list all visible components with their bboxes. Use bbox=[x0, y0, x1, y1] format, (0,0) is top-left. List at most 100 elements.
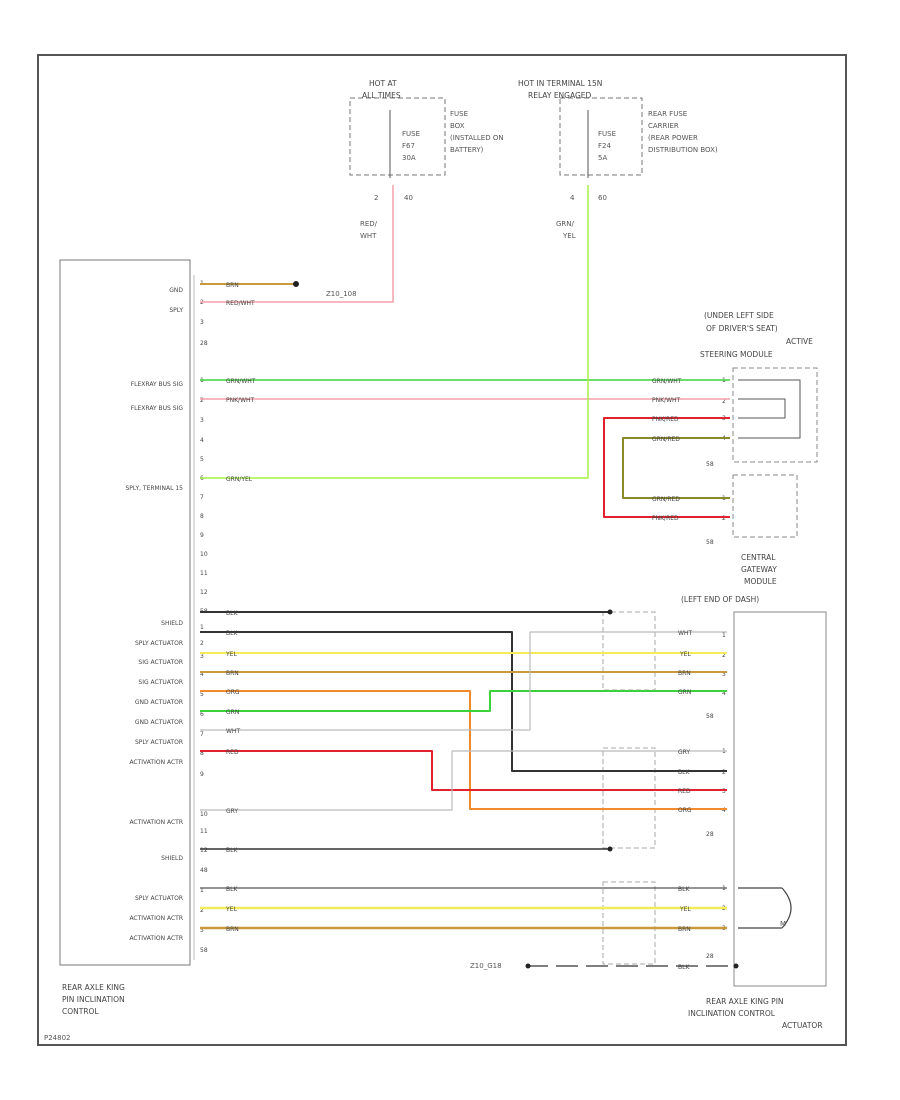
left-fuse-note-line3: (INSTALLED ON bbox=[450, 134, 504, 142]
pin-label: GND ACTUATOR bbox=[135, 719, 183, 726]
left-module-name-line1: REAR AXLE KING bbox=[62, 983, 125, 992]
right-fuse-pin-b: 60 bbox=[598, 194, 607, 202]
pin-label: SPLY, TERMINAL 15 bbox=[125, 485, 183, 492]
wire-tag: PNK/RED bbox=[652, 515, 679, 522]
right-fuse-note-line1: REAR FUSE bbox=[648, 110, 687, 118]
gateway-pin: 2 bbox=[722, 652, 726, 659]
steering-pin: 2 bbox=[722, 515, 726, 522]
wire-blk-sply bbox=[200, 631, 727, 772]
wire-tag: YEL bbox=[225, 906, 237, 913]
pin-number: 2 bbox=[200, 397, 204, 404]
wire-steering-bus-link-a bbox=[738, 379, 801, 439]
gateway-pin: 28 bbox=[706, 831, 714, 838]
wire-pnk-red-loop bbox=[603, 417, 730, 518]
wire-tag: RED bbox=[678, 788, 691, 795]
pin-label: ACTIVATION ACTR bbox=[129, 759, 183, 766]
pin-number: 12 bbox=[200, 589, 208, 596]
steering-pin: 58 bbox=[706, 539, 714, 546]
wire-tag: PNK/WHT bbox=[226, 397, 255, 404]
wire-tag: RED bbox=[226, 749, 239, 756]
pin-number: 1 bbox=[200, 887, 204, 894]
splice-box-middle bbox=[602, 747, 656, 849]
left-module-pin-numbers: 1 2 3 28 1 2 3 4 5 6 7 8 9 10 11 12 58 1… bbox=[200, 280, 208, 954]
steering-connector-a bbox=[732, 367, 818, 463]
right-fuse-note-line3: (REAR POWER bbox=[648, 134, 698, 142]
left-fuse-note-line2: BOX bbox=[450, 122, 465, 130]
gateway-caption-line4: (LEFT END OF DASH) bbox=[681, 595, 759, 604]
steering-caption-line2: OF DRIVER'S SEAT) bbox=[706, 324, 778, 333]
ground-point-lower-right bbox=[733, 963, 739, 969]
pin-number: 3 bbox=[200, 319, 204, 326]
gateway-pin: 58 bbox=[706, 713, 714, 720]
left-fuse-box: HOT AT ALL TIMES FUSE F67 30A FUSE BOX (… bbox=[349, 79, 504, 240]
wire-red-wht-supply bbox=[200, 185, 394, 303]
left-fuse-number: F67 bbox=[402, 142, 415, 150]
pin-number: 9 bbox=[200, 532, 204, 539]
right-fuse-number: F24 bbox=[598, 142, 611, 150]
right-fuse-pin-a: 4 bbox=[570, 194, 575, 202]
wire-tag: BLK bbox=[678, 769, 690, 776]
ground-ref-lower: Z10_G18 bbox=[470, 962, 502, 970]
wire-tag: WHT bbox=[678, 630, 692, 637]
gateway-caption-line2: GATEWAY bbox=[741, 565, 777, 574]
wire-tag: BRN bbox=[226, 926, 239, 933]
right-fuse-box-outline bbox=[559, 97, 643, 176]
pin-label: ACTIVATION ACTR bbox=[129, 819, 183, 826]
right-fuse-box: HOT IN TERMINAL 15N RELAY ENGAGED FUSE F… bbox=[518, 79, 718, 240]
left-fuse-box-outline bbox=[349, 97, 446, 176]
wire-tag: ORG bbox=[678, 807, 692, 814]
pin-number: 5 bbox=[200, 691, 204, 698]
left-control-module bbox=[59, 259, 191, 966]
actuator-name-line2: INCLINATION CONTROL bbox=[688, 1009, 776, 1018]
wire-tag: BLK bbox=[226, 847, 238, 854]
left-fuse-wire-color-line1: RED/ bbox=[360, 220, 378, 228]
pin-number: 58 bbox=[200, 947, 208, 954]
pin-label: FLEXRAY BUS SIG bbox=[131, 381, 184, 388]
wire-tag: BLK bbox=[226, 610, 238, 617]
ground-point-lower-left bbox=[525, 963, 531, 969]
ground-ref-upper: Z10_108 bbox=[326, 290, 357, 298]
wire-tag: BRN bbox=[226, 670, 239, 677]
right-fuse-note-line4: DISTRIBUTION BOX) bbox=[648, 146, 718, 154]
wire-tag: BRN bbox=[226, 282, 239, 289]
wire-tag: GRN bbox=[678, 689, 691, 696]
pin-number: 10 bbox=[200, 551, 208, 558]
left-module-pin-labels: GND SPLY FLEXRAY BUS SIG FLEXRAY BUS SIG… bbox=[125, 287, 183, 942]
active-steering-module: (UNDER LEFT SIDE OF DRIVER'S SEAT) ACTIV… bbox=[700, 311, 818, 546]
gateway-pin: 3 bbox=[722, 671, 726, 678]
wire-tag: GRY bbox=[678, 749, 690, 756]
gateway-pin: 2 bbox=[722, 769, 726, 776]
left-fuse-caption-line2: ALL TIMES bbox=[362, 91, 401, 100]
pin-number: 28 bbox=[200, 340, 208, 347]
actuator-motor: M bbox=[738, 887, 792, 929]
wire-tag: GRN/RED bbox=[652, 436, 680, 443]
wiring bbox=[200, 185, 801, 967]
steering-connector-b bbox=[732, 474, 798, 538]
wire-org-gnd bbox=[200, 690, 727, 810]
pin-label: SIG ACTUATOR bbox=[138, 679, 183, 686]
left-fuse-name: FUSE bbox=[402, 130, 420, 138]
right-fuse-caption-line2: RELAY ENGAGED bbox=[528, 91, 592, 100]
pin-label: FLEXRAY BUS SIG bbox=[131, 405, 184, 412]
wire-steering-bus-link-b bbox=[738, 398, 786, 419]
pin-label: SIG ACTUATOR bbox=[138, 659, 183, 666]
ground-point-gnd bbox=[293, 281, 299, 287]
pin-number: 6 bbox=[200, 711, 204, 718]
gateway-caption-line1: CENTRAL bbox=[741, 553, 776, 562]
gateway-pin: 1 bbox=[722, 632, 726, 639]
pin-label: ACTIVATION ACTR bbox=[129, 935, 183, 942]
pin-number: 3 bbox=[200, 927, 204, 934]
motor-label: M bbox=[780, 920, 786, 928]
wire-tag: BLK bbox=[678, 886, 690, 893]
right-fuse-name: FUSE bbox=[598, 130, 616, 138]
steering-caption-line3: ACTIVE bbox=[786, 337, 813, 346]
pin-number: 7 bbox=[200, 494, 204, 501]
pin-number: 10 bbox=[200, 811, 208, 818]
wire-tag: PNK/RED bbox=[652, 416, 679, 423]
pin-number: 7 bbox=[200, 731, 204, 738]
splice-box-upper bbox=[602, 611, 656, 691]
splice-dot bbox=[607, 609, 613, 615]
right-fuse-caption-line1: HOT IN TERMINAL 15N bbox=[518, 79, 602, 88]
pin-number: 4 bbox=[200, 437, 204, 444]
